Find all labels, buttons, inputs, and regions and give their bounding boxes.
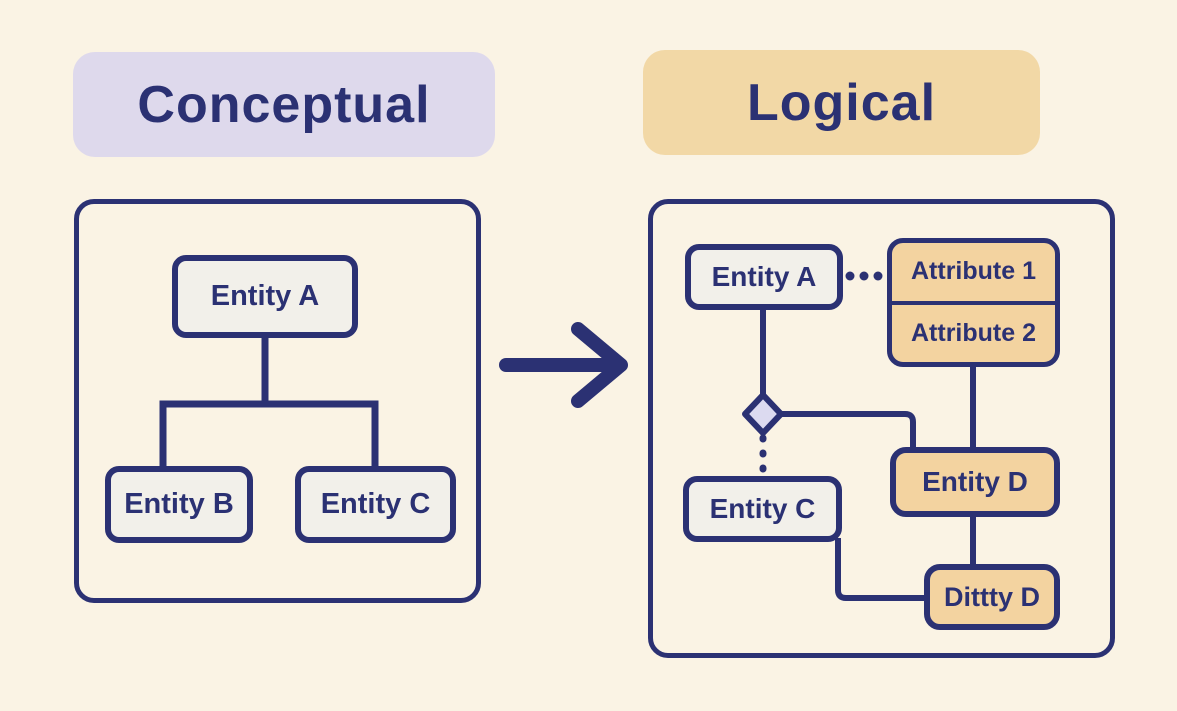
logical-solid-connectors [760,308,976,601]
conceptual-entity-a-label: Entity A [210,280,320,312]
attribute-group-box: Attribute 1 Attribute 2 [887,238,1060,367]
logical-container [648,199,1115,658]
conceptual-entity-b-box: Entity B [105,466,253,543]
connector-diamond-entityd [779,411,916,450]
dotted-connector-entitya-attributes [845,271,883,281]
relationship-diamond [742,392,784,436]
logical-header: Logical [643,50,1040,155]
conceptual-header-label: Conceptual [137,75,431,134]
attribute-1-label: Attribute 1 [911,257,1036,286]
logical-header-label: Logical [746,73,937,132]
attribute-2-row: Attribute 2 [892,300,1055,363]
logical-entity-d-label: Entity D [922,466,1028,497]
conceptual-entity-c-label: Entity C [320,488,431,520]
conceptual-entity-c-box: Entity C [295,466,456,543]
conceptual-entity-a-box: Entity A [172,255,358,338]
connector-branch-b-c [159,400,379,468]
conceptual-header: Conceptual [73,52,495,157]
conceptual-container [74,199,481,603]
logical-entity-a-box: Entity A [685,244,843,310]
conceptual-tree-connectors [159,334,379,468]
logical-entity-d-box: Entity D [890,447,1060,517]
attribute-1-row: Attribute 1 [892,243,1055,301]
logical-entity-c-box: Entity C [683,476,842,542]
right-arrow-icon [499,322,628,408]
logical-entity-c-label: Entity C [709,493,816,524]
conceptual-entity-b-label: Entity B [124,488,234,520]
logical-entity-a-label: Entity A [711,261,817,292]
logical-ditty-d-box: Dittty D [924,564,1060,630]
logical-ditty-d-label: Dittty D [944,581,1040,612]
connector-entityc-dittyd [835,538,926,601]
attribute-2-label: Attribute 2 [911,318,1036,347]
